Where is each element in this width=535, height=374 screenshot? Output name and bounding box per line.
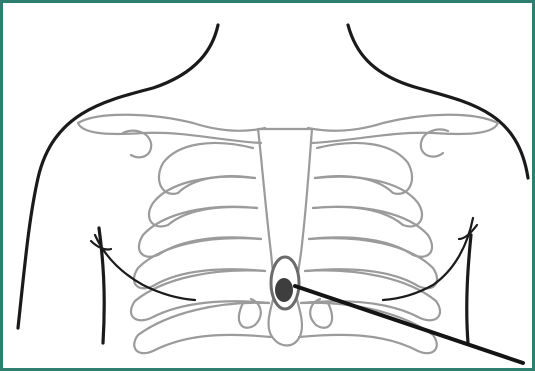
right-arm-line [467,235,471,343]
chest-diagram [3,3,535,374]
ribs-right [299,143,440,353]
neck-left [18,25,218,328]
electrode-contact [275,278,293,302]
left-clavicle [78,115,265,143]
right-clavicle [308,115,498,143]
ribs-left [131,143,271,353]
right-breast-line [383,218,473,300]
clavicles [78,115,498,158]
electrode-assembly [271,257,523,363]
